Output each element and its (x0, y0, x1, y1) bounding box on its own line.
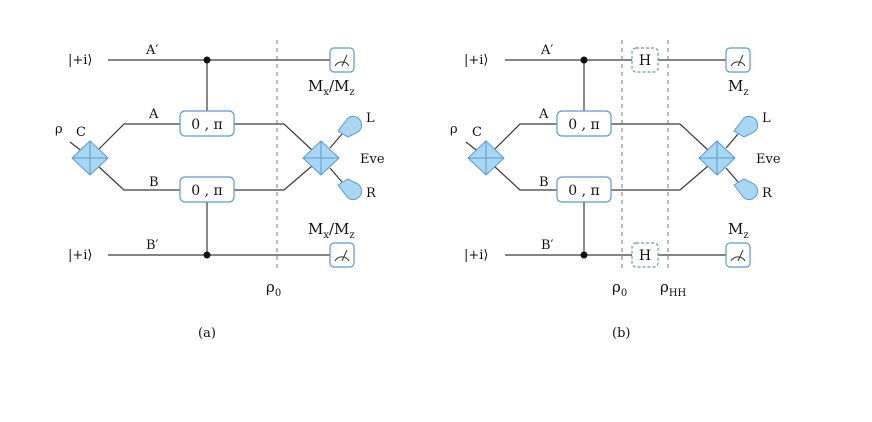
wire-label-b-prime: B′ (541, 238, 554, 253)
arm-b (493, 165, 557, 191)
measurement-meter-icon (329, 47, 355, 73)
output-l-line (725, 133, 739, 149)
rho-label: ρ (55, 122, 63, 137)
detector-label-l: L (762, 111, 771, 126)
arm-label-a: A (148, 107, 159, 122)
photodetector-icon (337, 178, 363, 201)
phase-label-top: 0 , π (568, 117, 599, 133)
input-label-bottom: |+i⟩ (68, 248, 93, 263)
arm-label-b: B (149, 175, 159, 190)
phase-label-bottom: 0 , π (568, 183, 599, 199)
measurement-meter-icon (725, 242, 751, 268)
control-dot-top (203, 56, 211, 64)
input-label-top: |+i⟩ (464, 53, 489, 68)
hadamard-box-bottom (631, 242, 659, 268)
phase-box-bottom (179, 176, 235, 203)
wire-label-a-prime: A′ (540, 43, 553, 58)
measurement-meter-icon (329, 242, 355, 268)
cut-label-rho0: ρ0 (612, 278, 627, 299)
hadamard-label-top: H (639, 53, 651, 69)
caption-b: (b) (612, 326, 630, 341)
eve-label: Eve (756, 152, 781, 167)
caption-a: (a) (198, 326, 216, 341)
beam-splitter-icon (698, 140, 736, 176)
output-r-line (329, 167, 343, 183)
detector-label-r: R (366, 186, 377, 201)
arm-b-diag (283, 165, 313, 191)
arm-a (97, 123, 180, 151)
arm-b-diag (679, 165, 709, 191)
measure-label-bottom: Mz (728, 220, 749, 241)
cut-label-rho0: ρ0 (266, 278, 281, 299)
coupler-label: C (472, 125, 482, 140)
arm-a-diag (679, 123, 709, 151)
wire-label-b-prime: B′ (146, 238, 159, 253)
control-dot-bottom (580, 251, 588, 259)
detector-label-l: L (366, 111, 375, 126)
measure-label-top: Mz (728, 77, 749, 98)
hadamard-label-bottom: H (639, 248, 651, 264)
measure-label-top: Mx/Mz (308, 77, 355, 98)
phase-label-bottom: 0 , π (191, 183, 222, 199)
phase-label-top: 0 , π (191, 117, 222, 133)
measurement-meter-icon (725, 47, 751, 73)
phase-box-bottom (556, 176, 612, 203)
photodetector-icon (733, 115, 759, 138)
eve-label: Eve (360, 152, 385, 167)
phase-box-top (179, 110, 235, 137)
rho-label: ρ (450, 122, 458, 137)
beam-splitter-icon (71, 140, 109, 176)
cut-label-rhohh: ρHH (660, 278, 687, 299)
arm-label-a: A (538, 107, 549, 122)
input-label-bottom: |+i⟩ (464, 248, 489, 263)
photodetector-icon (733, 178, 759, 201)
detector-label-r: R (762, 186, 773, 201)
wire-label-a-prime: A′ (145, 43, 158, 58)
output-r-line (725, 167, 739, 183)
panel-a: 0 , π 0 , π |+i⟩ |+i⟩ A′ B′ A B ρ C L R … (55, 40, 385, 341)
arm-b (97, 165, 180, 191)
coupler-label: C (76, 125, 86, 140)
beam-splitter-icon (467, 140, 505, 176)
output-l-line (329, 133, 343, 149)
measure-label-bottom: Mx/Mz (308, 220, 355, 241)
control-dot-top (580, 56, 588, 64)
panel-b: 0 , π 0 , π H H |+i⟩ |+i⟩ A′ B′ A B ρ C … (450, 40, 781, 341)
arm-a-diag (283, 123, 313, 151)
arm-a (493, 123, 557, 151)
input-label-top: |+i⟩ (68, 53, 93, 68)
hadamard-box-top (631, 47, 659, 73)
arm-label-b: B (539, 175, 549, 190)
control-dot-bottom (203, 251, 211, 259)
photodetector-icon (337, 115, 363, 138)
phase-box-top (556, 110, 612, 137)
beam-splitter-icon (302, 140, 340, 176)
